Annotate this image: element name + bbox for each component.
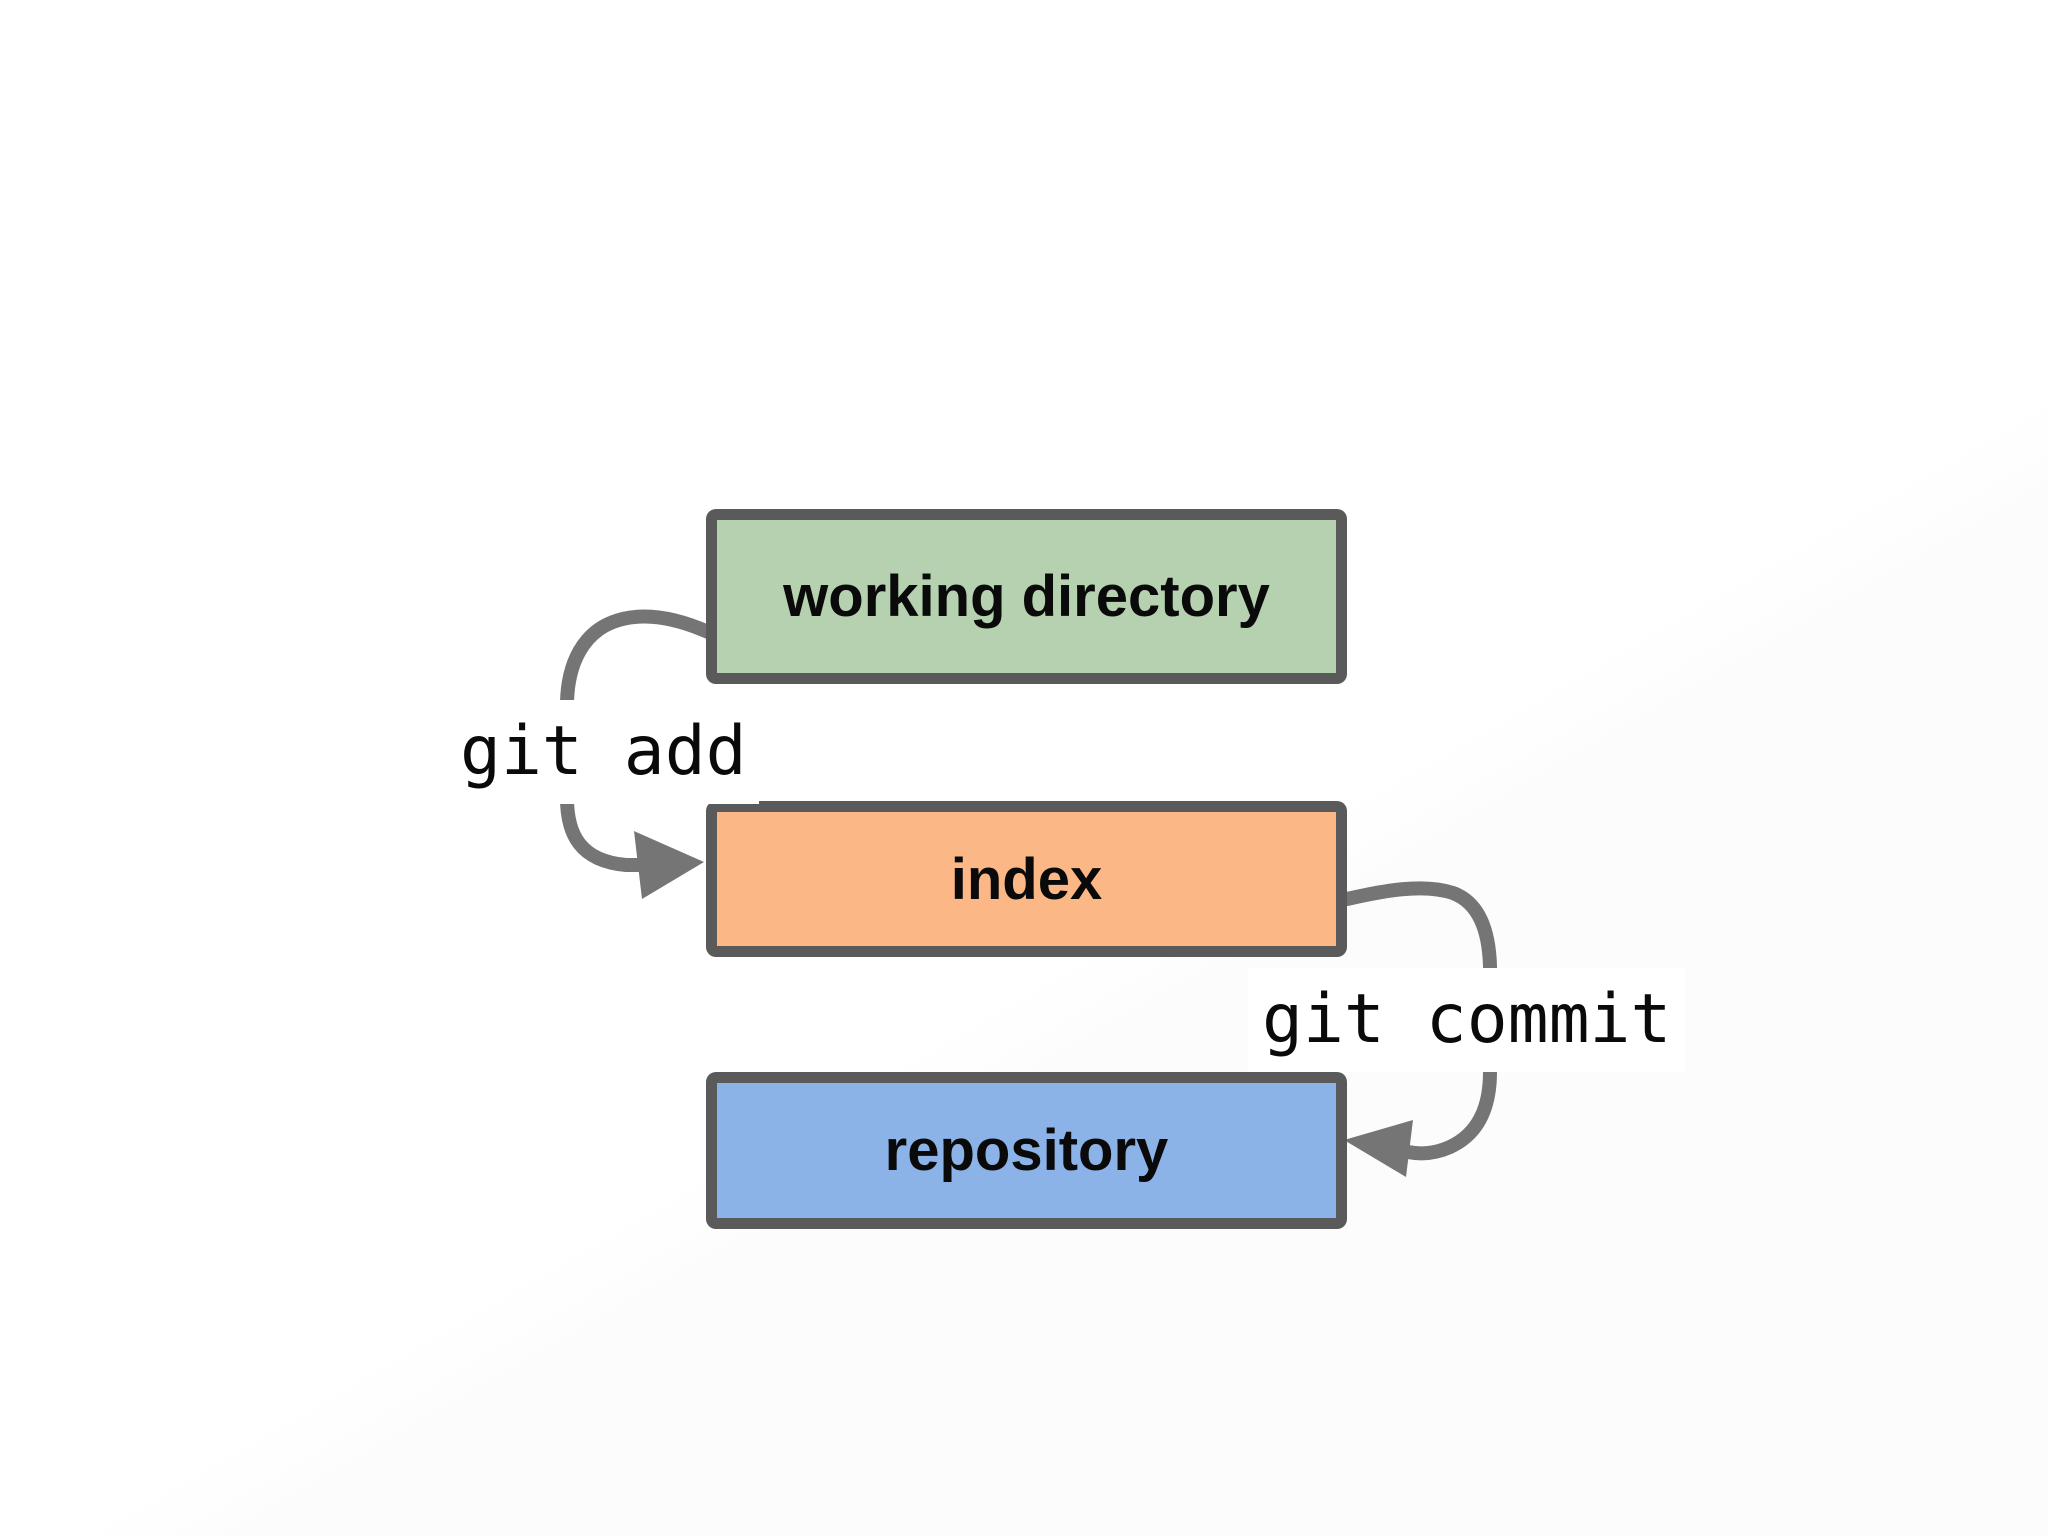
node-index: index (706, 801, 1347, 957)
git-add-arrowhead-icon (634, 831, 704, 899)
node-repository-label: repository (884, 1118, 1169, 1183)
git-commit-arrowhead-icon (1344, 1120, 1413, 1177)
node-working-directory: working directory (706, 509, 1347, 684)
edge-label-git-commit: git commit (1248, 968, 1686, 1072)
git-commit-arrow (1340, 881, 1497, 1177)
node-index-label: index (950, 846, 1103, 912)
node-working-directory-label: working directory (783, 564, 1270, 629)
node-repository: repository (706, 1072, 1347, 1229)
git-add-arrow-line (560, 609, 715, 872)
git-add-arrow (560, 609, 715, 899)
git-commit-arrow-line (1340, 881, 1497, 1161)
edge-label-git-add: git add (448, 700, 759, 804)
